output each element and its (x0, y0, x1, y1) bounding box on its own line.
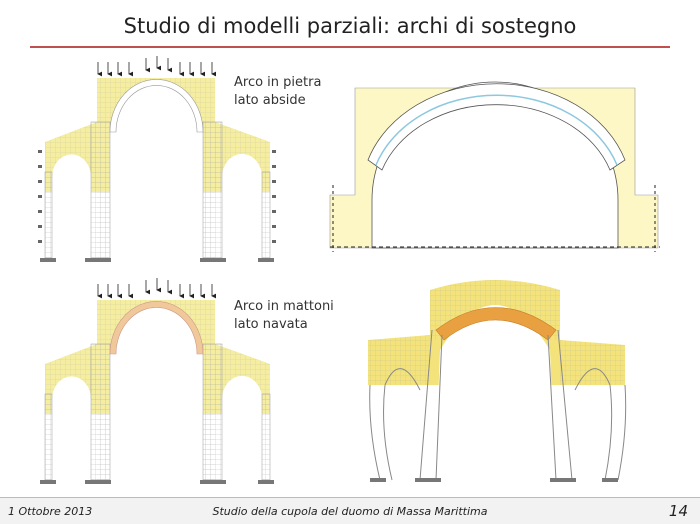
page-number: 14 (668, 502, 688, 520)
footer-date: 1 Ottobre 2013 (8, 505, 93, 518)
footer-title: Studio della cupola del duomo di Massa M… (212, 505, 488, 518)
arch-detail-model (329, 81, 660, 252)
slide-title: Studio di modelli parziali: archi di sos… (123, 14, 577, 38)
brick-arch-model (40, 278, 274, 484)
stone-arch-label: Arco in pietra lato abside (234, 75, 322, 108)
deformed-model (368, 280, 627, 482)
stone-arch-model (38, 56, 276, 262)
title-divider (30, 46, 670, 48)
brick-arch-label: Arco in mattoni lato navata (234, 299, 334, 332)
footer: 1 Ottobre 2013 Studio della cupola del d… (0, 497, 700, 524)
